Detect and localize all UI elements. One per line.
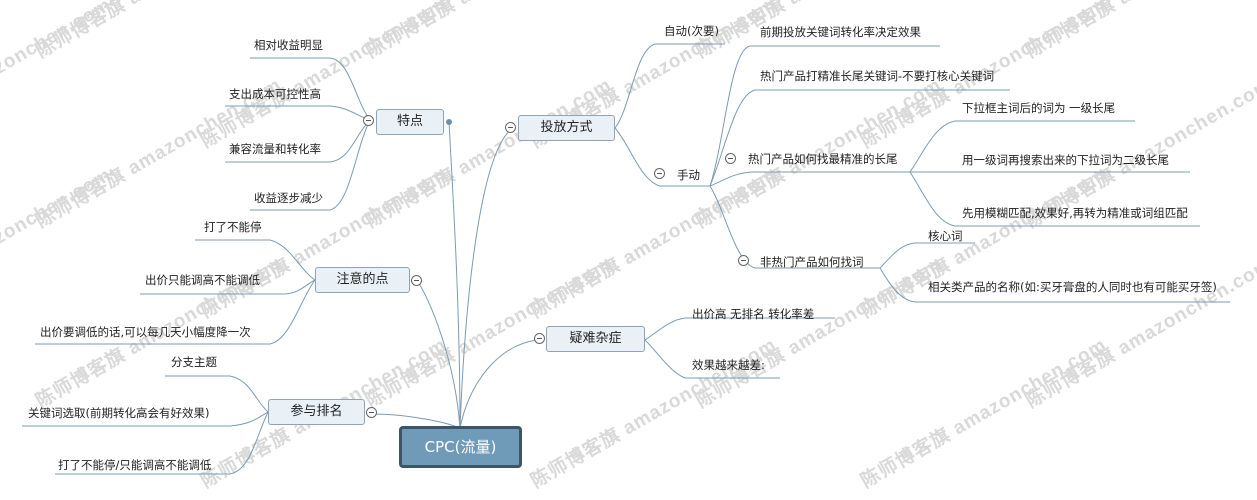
root-label: CPC(流量) — [424, 438, 497, 456]
topic-manual-hot-long[interactable]: 热门产品打精准长尾关键词-不要打核心关键词 — [760, 69, 995, 83]
topic-problems-2[interactable]: 效果越来越差: — [692, 358, 765, 372]
edge-root-features — [448, 121, 461, 429]
collapse-features-icon[interactable] — [363, 115, 374, 126]
edge-notes-1 — [195, 239, 316, 281]
edge-nonhot-2 — [879, 267, 1230, 303]
edge-notes-2 — [140, 279, 316, 295]
edge-find-1 — [909, 120, 1135, 173]
branch-delivery-label: 投放方式 — [540, 120, 593, 135]
topic-features-4[interactable]: 收益逐步减少 — [254, 191, 323, 205]
topic-ranking-2[interactable]: 关键词选取(前期转化高会有好效果) — [28, 406, 210, 420]
topic-problems-1[interactable]: 出价高 无排名 转化率差 — [692, 307, 815, 321]
edge-problems-2 — [644, 339, 780, 379]
edge-features-4 — [250, 119, 371, 211]
collapse-find-long-icon[interactable] — [725, 153, 736, 164]
topic-delivery-manual[interactable]: 手动 — [677, 168, 700, 182]
collapse-delivery-icon[interactable] — [505, 122, 516, 133]
edge-root-problems — [459, 339, 538, 429]
edge-features-2 — [225, 105, 371, 121]
edge-nonhot-1 — [879, 242, 975, 269]
edge-root-notes — [417, 281, 461, 429]
topic-find-long-3[interactable]: 先用模糊匹配,效果好,再转为精准或词组匹配 — [962, 206, 1188, 220]
edge-manual-4 — [709, 185, 880, 269]
collapse-problems-icon[interactable] — [534, 333, 545, 344]
edge-delivery-manual — [614, 127, 710, 187]
topic-features-3[interactable]: 兼容流量和转化率 — [229, 142, 321, 156]
topic-features-2[interactable]: 支出成本可控性高 — [229, 87, 321, 101]
edge-ranking-3 — [55, 411, 269, 475]
connector-dot — [446, 119, 452, 125]
edge-features-1 — [250, 57, 371, 121]
topic-notes-3[interactable]: 出价要调低的话,可以每几天小幅度降一次 — [40, 325, 251, 339]
edge-root-delivery — [459, 127, 514, 429]
edge-ranking-1 — [165, 375, 269, 413]
branch-ranking[interactable]: 参与排名 — [268, 399, 365, 425]
branch-delivery[interactable]: 投放方式 — [518, 115, 615, 141]
topic-nonhot[interactable]: 非热门产品如何找词 — [760, 255, 864, 269]
branch-notes-label: 注意的点 — [336, 272, 389, 287]
collapse-nonhot-icon[interactable] — [738, 255, 749, 266]
topic-notes-1[interactable]: 打了不能停 — [204, 220, 262, 234]
topic-nonhot-2[interactable]: 相关类产品的名称(如:买牙膏盘的人同时也有可能买牙签) — [928, 280, 1217, 294]
edge-manual-3 — [709, 171, 910, 187]
topic-find-long-2[interactable]: 用一级词再搜索出来的下拉词为二级长尾 — [962, 153, 1169, 167]
edge-delivery-auto — [614, 43, 725, 129]
collapse-ranking-icon[interactable] — [366, 407, 377, 418]
topic-nonhot-1[interactable]: 核心词 — [928, 229, 963, 243]
edge-root-ranking — [371, 413, 461, 429]
branch-problems-label: 疑难杂症 — [569, 331, 622, 346]
branch-problems[interactable]: 疑难杂症 — [546, 326, 645, 352]
topic-find-long[interactable]: 热门产品如何找最精准的长尾 — [748, 152, 898, 166]
edge-find-3 — [909, 171, 1200, 227]
edge-notes-3 — [35, 279, 316, 345]
topic-ranking-3[interactable]: 打了不能停/只能调高不能调低 — [58, 458, 212, 472]
collapse-manual-icon[interactable] — [654, 168, 665, 179]
edge-problems-1 — [644, 317, 835, 341]
topic-manual-early[interactable]: 前期投放关键词转化率决定效果 — [760, 25, 921, 39]
topic-delivery-auto[interactable]: 自动(次要) — [664, 24, 719, 38]
topic-notes-2[interactable]: 出价只能调高不能调低 — [145, 273, 260, 287]
branch-features[interactable]: 特点 — [376, 109, 444, 135]
topic-find-long-1[interactable]: 下拉框主词后的词为 一级长尾 — [962, 101, 1116, 115]
edge-manual-1 — [709, 45, 940, 187]
edge-ranking-2 — [22, 411, 269, 427]
edge-manual-2 — [709, 89, 1010, 187]
topic-features-1[interactable]: 相对收益明显 — [254, 38, 323, 52]
root-node[interactable]: CPC(流量) — [399, 426, 522, 468]
branch-features-label: 特点 — [396, 114, 423, 129]
collapse-notes-icon[interactable] — [411, 275, 422, 286]
branch-notes[interactable]: 注意的点 — [315, 267, 410, 293]
topic-ranking-1[interactable]: 分支主题 — [171, 355, 217, 369]
branch-ranking-label: 参与排名 — [290, 404, 343, 419]
